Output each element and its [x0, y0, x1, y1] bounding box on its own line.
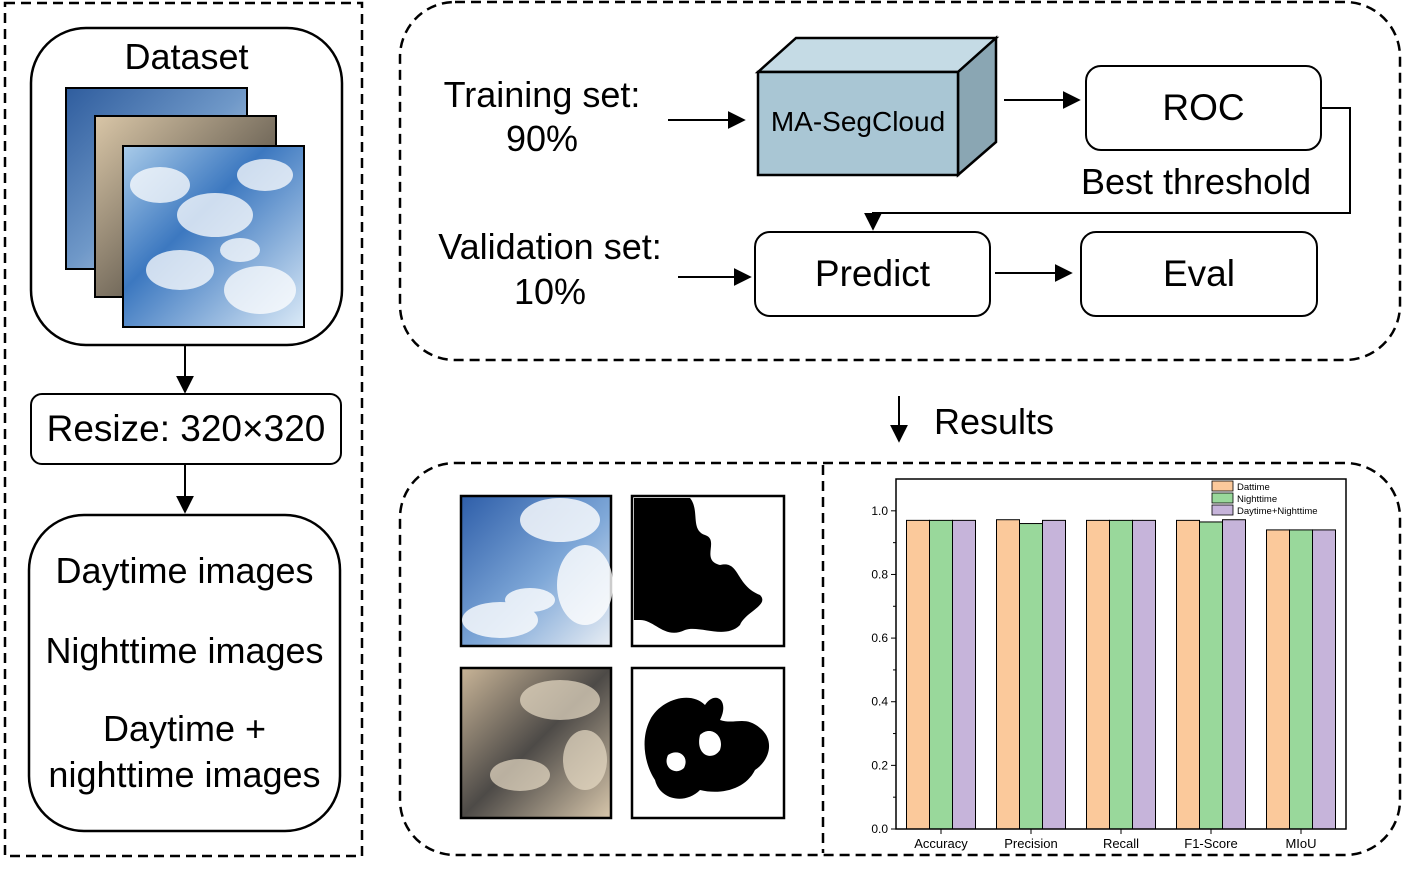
- roc-label: ROC: [1162, 87, 1245, 128]
- y-tick-label: 1.0: [871, 504, 888, 518]
- predict-box: Predict: [754, 231, 991, 317]
- bar-f1-score-0: [1176, 519, 1200, 830]
- y-tick-label: 0.6: [871, 631, 888, 645]
- legend-label-2: Daytime+Nighttime: [1237, 506, 1318, 517]
- legend-swatch-0: [1211, 480, 1234, 492]
- model-label: MA-SegCloud: [770, 106, 946, 137]
- y-tick-label: 0.8: [871, 567, 888, 581]
- legend-label-1: Nighttime: [1237, 494, 1277, 505]
- bar-recall-1: [1109, 519, 1133, 830]
- roc-box: ROC: [1085, 65, 1322, 151]
- bar-miou-2: [1312, 529, 1336, 830]
- bar-accuracy-2: [952, 519, 976, 830]
- x-tick-label: F1-Score: [1184, 836, 1237, 851]
- validation-set-pct: 10%: [513, 271, 587, 312]
- bar-miou-1: [1289, 529, 1313, 830]
- x-tick-label: Accuracy: [914, 836, 968, 851]
- x-tick-label: Precision: [1004, 836, 1057, 851]
- subset-combined-line1: Daytime +: [102, 708, 267, 749]
- predict-label: Predict: [814, 253, 931, 294]
- y-tick-label: 0.2: [871, 758, 888, 772]
- subset-combined-line2: nighttime images: [48, 754, 321, 795]
- resize-box: Resize: 320×320: [30, 393, 342, 465]
- dataset-sample-images: [65, 87, 305, 328]
- model-cube: [754, 35, 1000, 178]
- validation-set-label: Validation set:: [438, 226, 662, 267]
- bar-recall-2: [1132, 519, 1156, 830]
- dataset-title: Dataset: [124, 36, 249, 77]
- bar-accuracy-1: [929, 519, 953, 830]
- training-set-pct: 90%: [505, 118, 579, 159]
- legend-swatch-2: [1211, 504, 1234, 516]
- legend-label-0: Dattime: [1237, 482, 1270, 493]
- eval-box: Eval: [1080, 231, 1318, 317]
- bar-precision-2: [1042, 519, 1066, 830]
- bar-f1-score-2: [1222, 519, 1246, 830]
- bar-accuracy-0: [906, 519, 930, 830]
- eval-label: Eval: [1163, 253, 1235, 294]
- subset-nighttime: Nighttime images: [45, 630, 324, 671]
- result-images: [459, 494, 786, 820]
- y-tick-label: 0.4: [871, 695, 888, 709]
- bar-precision-1: [1019, 523, 1043, 830]
- training-set-label: Training set:: [443, 74, 641, 115]
- subsets-box: [27, 513, 342, 833]
- bar-recall-0: [1086, 519, 1110, 830]
- plot-frame: [895, 478, 1347, 830]
- subset-daytime: Daytime images: [55, 550, 314, 591]
- bar-miou-0: [1266, 529, 1290, 830]
- x-tick-label: Recall: [1103, 836, 1139, 851]
- bar-f1-score-1: [1199, 521, 1223, 830]
- legend-swatch-1: [1211, 492, 1234, 504]
- metrics-bar-chart: Accuracy Precision Recall F1-Score MIoU 0.0 0.…: [871, 478, 1347, 851]
- resize-label: Resize: 320×320: [46, 408, 326, 449]
- best-threshold-label: Best threshold: [1081, 161, 1312, 202]
- results-label: Results: [934, 401, 1055, 442]
- y-tick-label: 0.0: [871, 822, 888, 836]
- bar-precision-0: [996, 519, 1020, 830]
- dataset-panel-frame: [3, 1, 364, 858]
- x-tick-label: MIoU: [1285, 836, 1316, 851]
